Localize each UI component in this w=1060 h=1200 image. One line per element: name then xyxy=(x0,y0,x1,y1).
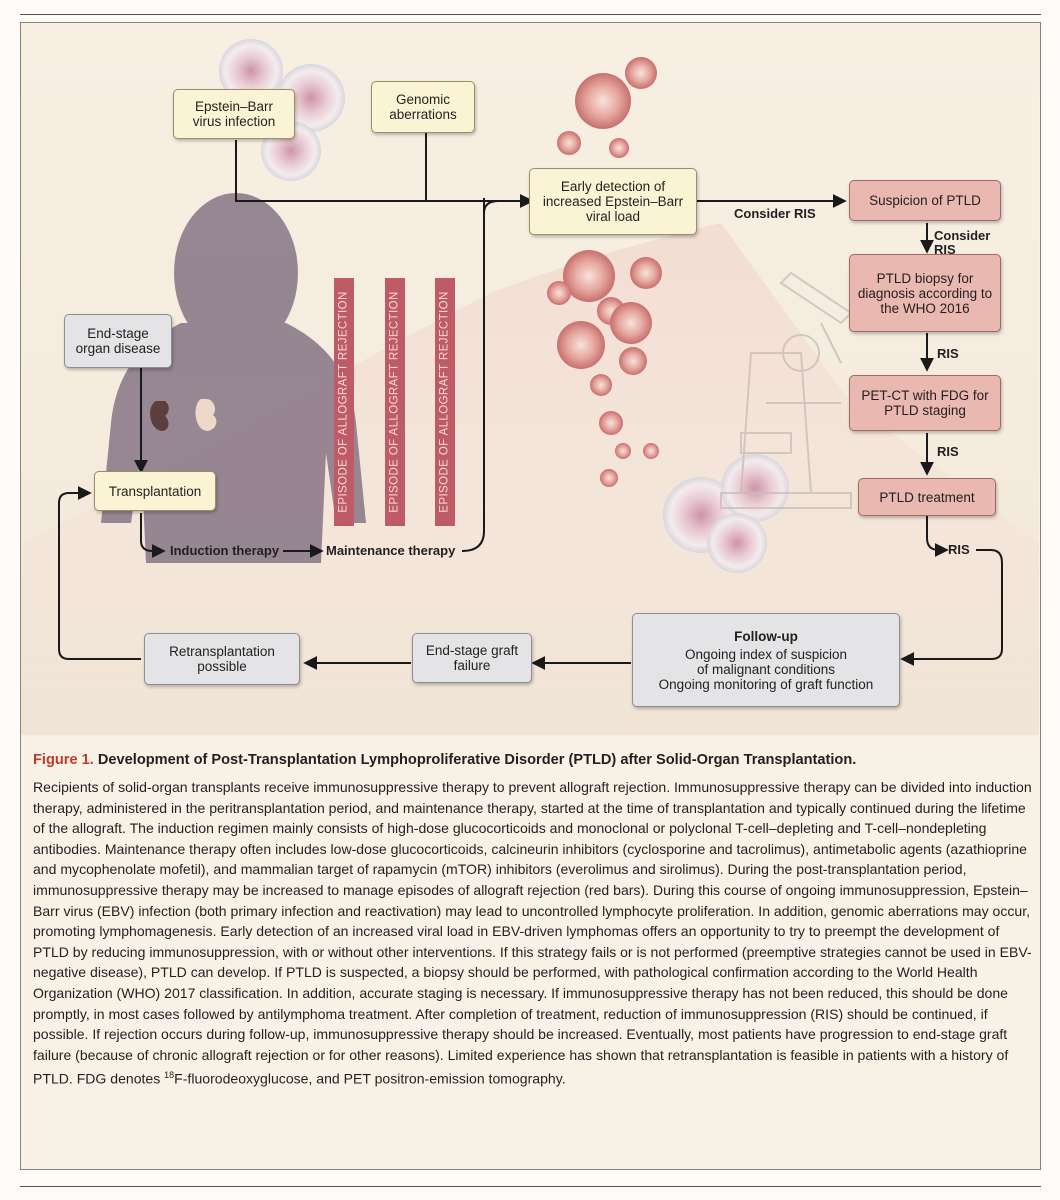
kidneys-illustration xyxy=(150,399,217,431)
rejection-bar-1-text: EPISODE OF ALLOGRAFT REJECTION xyxy=(338,291,351,513)
end-stage-organ-disease-box: End-stage organ disease xyxy=(64,314,172,368)
transplantation-box: Transplantation xyxy=(94,471,216,511)
flow-arrows xyxy=(58,133,1003,670)
retransplantation-box: Retransplantation possible xyxy=(144,633,300,685)
bottom-rule xyxy=(20,1186,1041,1187)
early-detection-box: Early detection of increased Epstein–Bar… xyxy=(529,168,697,235)
arrow-ebv-to-detection xyxy=(235,140,534,208)
ptld-treatment-box: PTLD treatment xyxy=(858,478,996,516)
caption-superscript: 18 xyxy=(164,1070,175,1081)
arrow-transplant-to-induction xyxy=(140,513,166,558)
microscope-illustration xyxy=(720,271,853,509)
arrow-ris-to-followup xyxy=(900,549,1003,666)
figure-caption-title: Figure 1. Development of Post-Transplant… xyxy=(33,752,1033,768)
follow-up-title: Follow-up xyxy=(734,628,798,644)
arrow-treatment-to-ris xyxy=(926,513,949,557)
end-stage-graft-failure-box: End-stage graft failure xyxy=(412,633,532,683)
suspicion-of-ptld-box: Suspicion of PTLD xyxy=(849,180,1001,221)
rejection-bar-1: EPISODE OF ALLOGRAFT REJECTION xyxy=(334,278,354,526)
induction-therapy-label: Induction therapy xyxy=(170,543,280,558)
pet-ct-staging-box: PET-CT with FDG for PTLD staging xyxy=(849,375,1001,431)
ris-label-2: RIS xyxy=(937,444,959,459)
arrow-retransplant-to-transplantation xyxy=(58,486,141,660)
figure-caption-body: Recipients of solid-organ transplants re… xyxy=(33,777,1033,1090)
figure-label: Figure 1. xyxy=(33,752,94,768)
rejection-bar-3-text: EPISODE OF ALLOGRAFT REJECTION xyxy=(439,291,452,513)
genomic-aberrations-box: Genomic aberrations xyxy=(371,81,475,133)
rejection-bar-3: EPISODE OF ALLOGRAFT REJECTION xyxy=(435,278,455,526)
top-rule xyxy=(20,14,1041,15)
ebv-infection-box: Epstein–Barr virus infection xyxy=(173,89,295,139)
ris-label-1: RIS xyxy=(937,346,959,361)
figure-title: Development of Post-Transplantation Lymp… xyxy=(97,752,857,768)
caption-body-text: Recipients of solid-organ transplants re… xyxy=(33,779,1032,1087)
background-wedge xyxy=(21,223,1039,735)
ris-label-3: RIS xyxy=(948,542,970,557)
rejection-bar-2-text: EPISODE OF ALLOGRAFT REJECTION xyxy=(389,291,402,513)
diagram-area: Epstein–Barr virus infection Genomic abe… xyxy=(21,23,1039,735)
rejection-bar-2: EPISODE OF ALLOGRAFT REJECTION xyxy=(385,278,405,526)
virus-particles xyxy=(547,57,662,487)
follow-up-suspicion-text: Ongoing index of suspicion of malignant … xyxy=(684,646,848,677)
follow-up-monitoring-text: Ongoing monitoring of graft function xyxy=(658,676,874,692)
maintenance-therapy-label: Maintenance therapy xyxy=(326,543,456,558)
consider-ris-label-1: Consider RIS xyxy=(734,206,816,221)
follow-up-box: Follow-up Ongoing index of suspicion of … xyxy=(632,613,900,707)
consider-ris-label-2: Consider RIS xyxy=(934,228,991,257)
arrow-maintenance-up xyxy=(461,198,485,552)
ptld-biopsy-box: PTLD biopsy for diagnosis according to t… xyxy=(849,254,1001,332)
caption-body-text-end: F-fluorodeoxyglucose, and PET positron-e… xyxy=(174,1070,566,1087)
